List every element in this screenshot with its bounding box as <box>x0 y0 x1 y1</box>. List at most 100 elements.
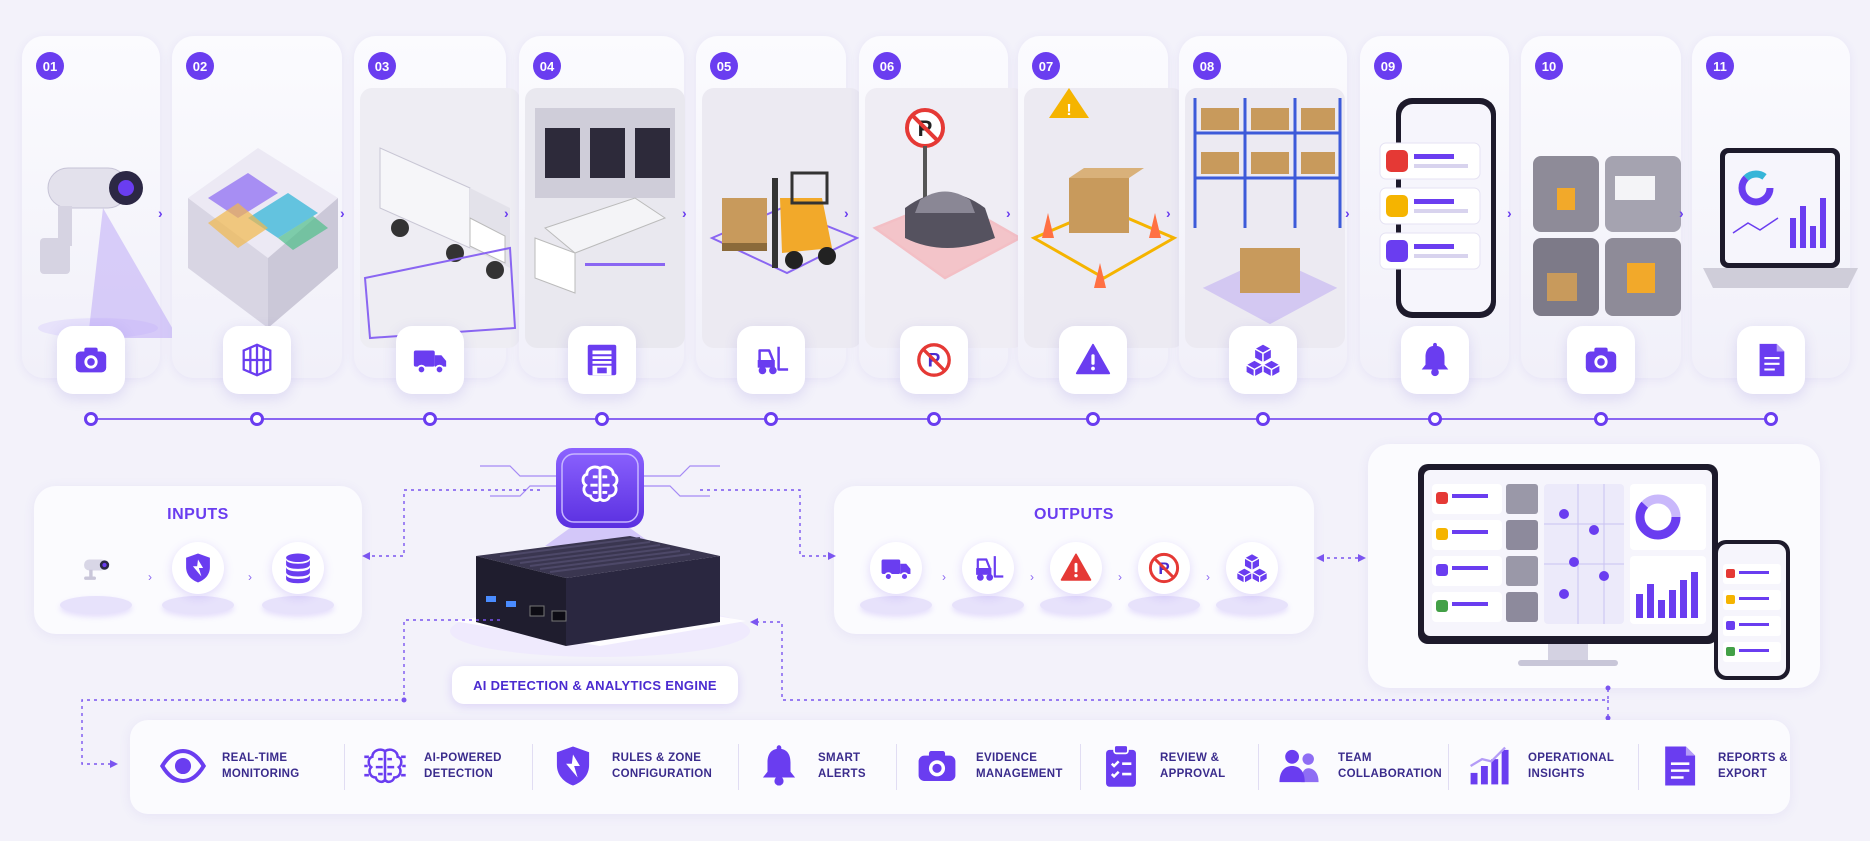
feature-divider <box>738 744 739 790</box>
timeline-dot <box>250 412 264 426</box>
step-card-07: ! 07 <box>1018 36 1184 394</box>
timeline-dot <box>1764 412 1778 426</box>
step-arrow-icon: › <box>340 205 345 221</box>
feature-eye: REAL-TIME MONITORING <box>160 734 332 798</box>
storage-racks-illustration <box>1185 88 1345 348</box>
outputs-panel: OUTPUTS › › › › <box>834 486 1314 634</box>
step-arrow-icon: › <box>504 205 509 221</box>
feature-bar-chart: OPERATIONAL INSIGHTS <box>1466 734 1638 798</box>
timeline-dot <box>423 412 437 426</box>
feature-clipboard: REVIEW & APPROVAL <box>1098 734 1270 798</box>
step-arrow-icon: › <box>158 205 163 221</box>
step-icon-box <box>567 326 636 394</box>
step-icon-box <box>1567 326 1635 394</box>
no-parking-zone-illustration: P <box>865 88 1025 348</box>
step-number: 02 <box>186 52 214 80</box>
feature-document: REPORTS & EXPORT <box>1656 734 1828 798</box>
feature-divider <box>1258 744 1259 790</box>
step-number: 09 <box>1374 52 1402 80</box>
security-camera-illustration <box>38 167 178 338</box>
timeline-dot <box>1427 412 1442 426</box>
evidence-snapshots-illustration <box>1533 156 1681 316</box>
step-number: 03 <box>368 52 396 80</box>
bell-icon <box>756 743 802 789</box>
shield-icon <box>550 743 596 789</box>
step-icon-box <box>1737 326 1805 394</box>
feature-camera: EVIDENCE MANAGEMENT <box>914 734 1086 798</box>
feature-team: TEAM COLLABORATION <box>1276 734 1448 798</box>
step-card-01: 01 <box>22 36 178 394</box>
timeline-dot <box>84 412 98 426</box>
edge-device-illustration <box>450 448 750 657</box>
step-icon-box <box>223 326 291 394</box>
svg-text:!: ! <box>1066 102 1071 119</box>
step-card-03: 03 <box>354 36 520 394</box>
feature-divider <box>1448 744 1449 790</box>
feature-label: AI-POWERED DETECTION <box>424 752 502 780</box>
feature-divider <box>896 744 897 790</box>
step-number: 07 <box>1032 52 1060 80</box>
step-card-05: 05 <box>696 36 862 394</box>
step-arrow-icon: › <box>844 205 849 221</box>
step-number: 01 <box>36 52 64 80</box>
loading-dock-illustration <box>525 88 685 348</box>
feature-bell: SMART ALERTS <box>756 734 928 798</box>
step-icon-box <box>1059 326 1127 394</box>
step-card-09: 09 <box>1360 36 1509 394</box>
feature-label: RULES & ZONE CONFIGURATION <box>612 752 713 780</box>
clipboard-icon <box>1098 743 1144 789</box>
timeline-dot <box>594 412 609 426</box>
step-arrow-icon: › <box>1006 205 1011 221</box>
step-icon-box <box>1229 326 1297 394</box>
dashboard-illustration <box>1418 464 1790 680</box>
brain-icon <box>362 743 408 789</box>
feature-divider <box>532 744 533 790</box>
inputs-title: INPUTS <box>167 506 229 523</box>
step-arrow-icon: › <box>1345 205 1350 221</box>
timeline-dot <box>926 412 941 426</box>
step-card-02: 02 <box>172 36 342 394</box>
output-no-parking <box>1128 542 1200 614</box>
step-number: 04 <box>533 52 561 80</box>
output-boxes <box>1216 542 1288 614</box>
laptop-report-illustration <box>1703 148 1858 288</box>
step-card-10: 10 <box>1521 36 1681 394</box>
bar-chart-icon <box>1466 743 1512 789</box>
timeline-dot <box>1256 412 1270 426</box>
step-card-04: 04 <box>519 36 685 394</box>
input-camera <box>60 542 132 614</box>
ai-engine-label: AI DETECTION & ANALYTICS ENGINE <box>452 666 738 704</box>
ai-engine <box>440 446 760 666</box>
step-arrow-icon: › <box>1679 205 1684 221</box>
feature-label: SMART ALERTS <box>818 752 866 780</box>
feature-label: EVIDENCE MANAGEMENT <box>976 752 1063 780</box>
step-arrow-icon: › <box>1507 205 1512 221</box>
step-number: 08 <box>1193 52 1221 80</box>
output-forklift <box>952 542 1024 614</box>
step-card-06: P06 <box>859 36 1025 394</box>
input-database <box>262 542 334 614</box>
step-icon-box <box>899 326 968 394</box>
warehouse-zones-illustration <box>188 148 338 328</box>
step-icon-box <box>396 326 464 394</box>
feature-label: REVIEW & APPROVAL <box>1160 752 1226 780</box>
forklift-illustration <box>702 88 862 348</box>
feature-brain: AI-POWERED DETECTION <box>362 734 534 798</box>
feature-label: TEAM COLLABORATION <box>1338 752 1442 780</box>
step-icon-box <box>57 326 125 394</box>
inputs-panel: INPUTS › › <box>34 486 362 634</box>
output-warning <box>1040 542 1112 614</box>
outputs-title: OUTPUTS <box>1034 506 1114 523</box>
eye-icon <box>160 743 206 789</box>
step-card-08: 08 <box>1179 36 1347 394</box>
team-icon <box>1276 743 1322 789</box>
input-shield <box>162 542 234 614</box>
camera-icon <box>914 743 960 789</box>
feature-shield: RULES & ZONE CONFIGURATION <box>550 734 722 798</box>
timeline-dot <box>764 412 778 426</box>
step-arrow-icon: › <box>1166 205 1171 221</box>
feature-divider <box>1638 744 1639 790</box>
feature-bar: REAL-TIME MONITORING AI-POWERED DETECTION… <box>130 720 1790 814</box>
output-truck <box>860 542 932 614</box>
